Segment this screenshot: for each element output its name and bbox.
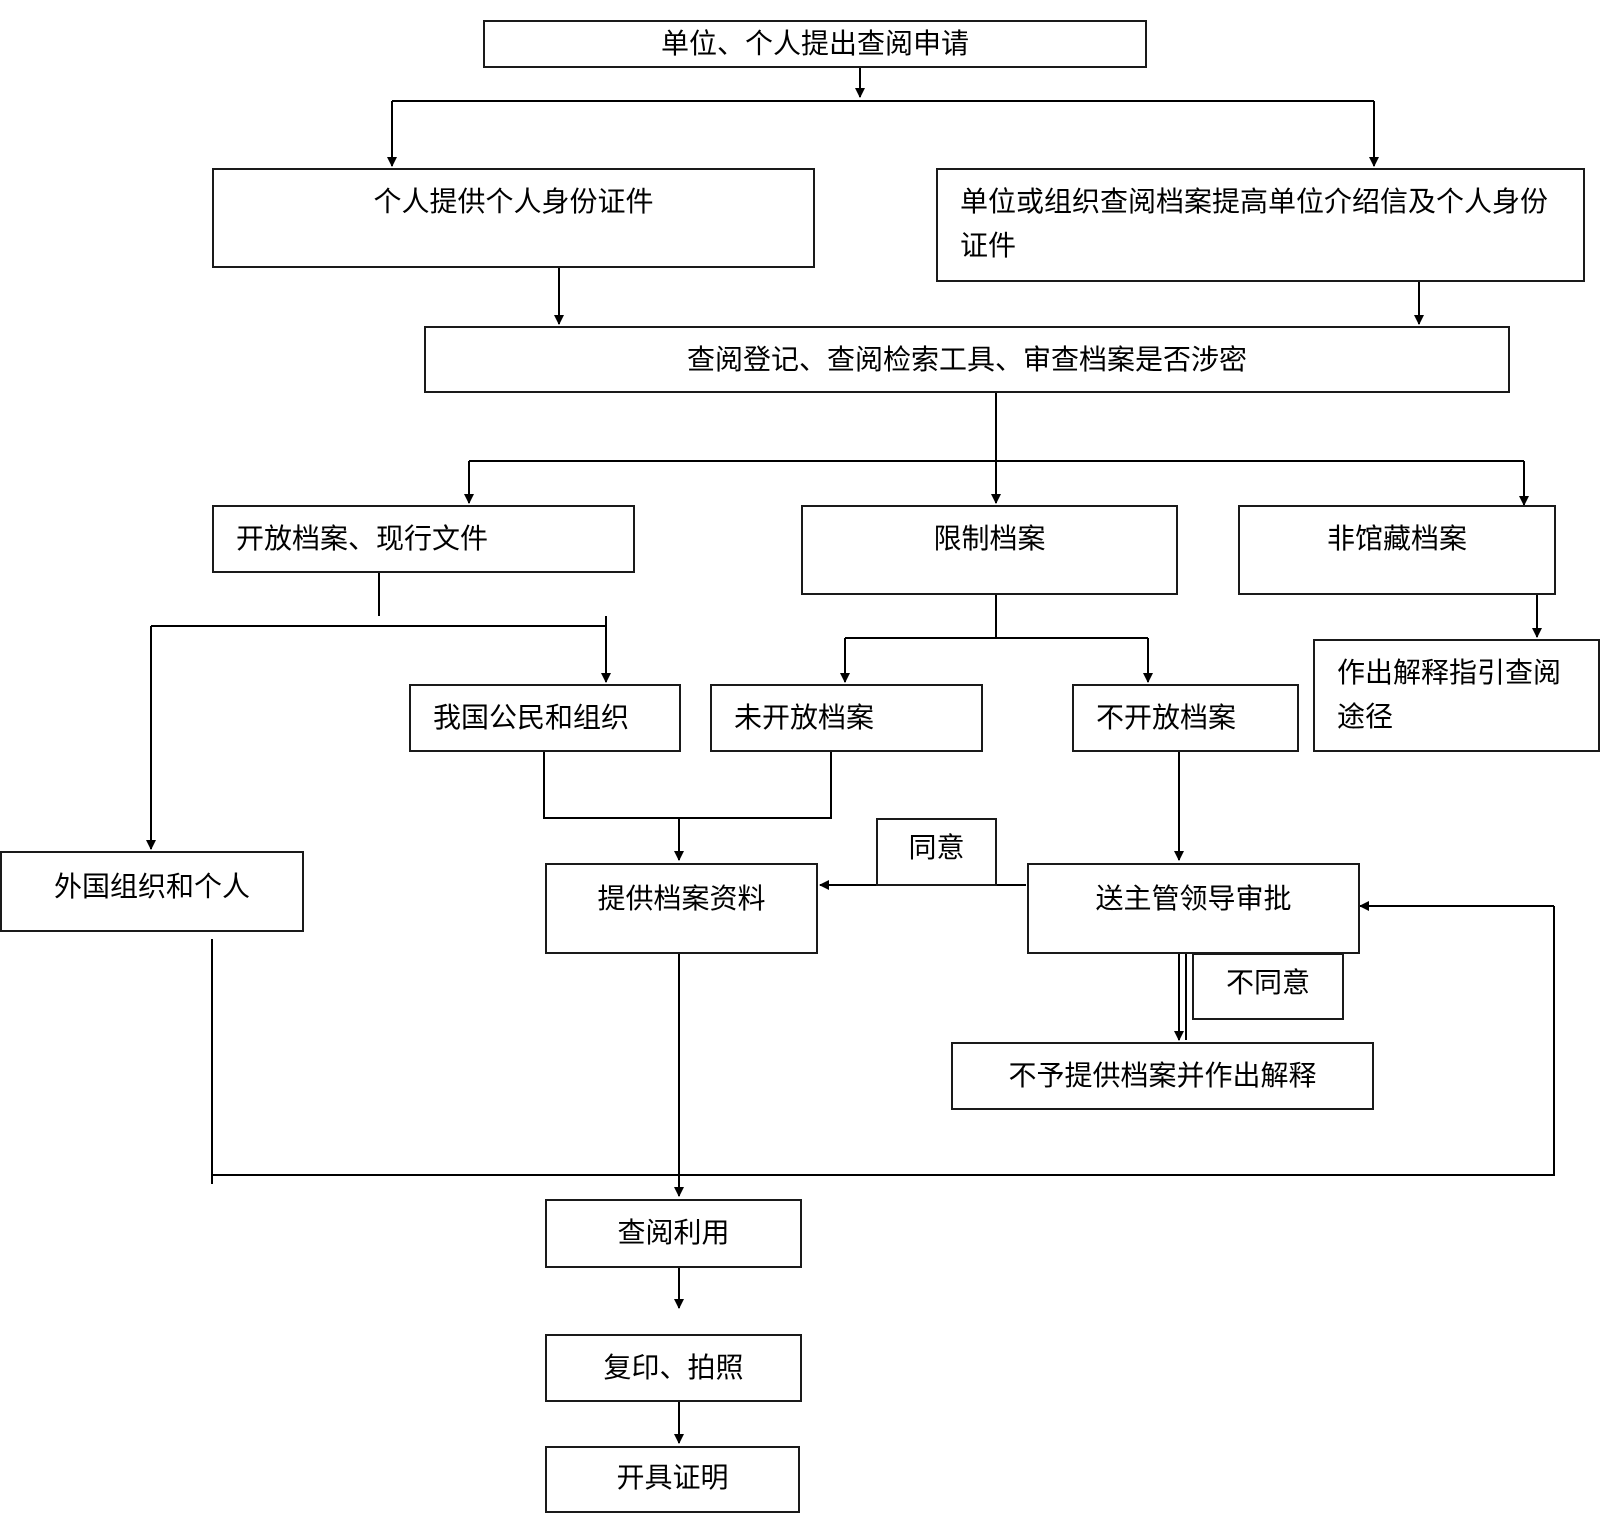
node-apply: 单位、个人提出查阅申请: [483, 20, 1147, 68]
node-register: 查阅登记、查阅检索工具、审查档案是否涉密: [424, 326, 1510, 393]
node-provide: 提供档案资料: [545, 863, 818, 954]
label-disagree: 不同意: [1192, 953, 1344, 1020]
node-restricted: 限制档案: [801, 505, 1178, 595]
node-use: 查阅利用: [545, 1199, 802, 1268]
connector-foreign-loop: [212, 906, 1555, 1176]
node-foreign: 外国组织和个人: [0, 851, 304, 932]
connector-citizens-merge: [543, 751, 832, 819]
node-certificate: 开具证明: [545, 1446, 800, 1513]
node-non-holding: 非馆藏档案: [1238, 505, 1556, 595]
node-citizens: 我国公民和组织: [409, 684, 681, 752]
node-copy: 复印、拍照: [545, 1334, 802, 1402]
node-not-open: 不开放档案: [1072, 684, 1299, 752]
node-approval: 送主管领导审批: [1027, 863, 1360, 954]
node-org-letter: 单位或组织查阅档案提高单位介绍信及个人身份证件: [936, 168, 1585, 282]
label-agree: 同意: [876, 818, 997, 886]
node-explain-guide: 作出解释指引查阅途径: [1313, 639, 1600, 752]
node-refuse: 不予提供档案并作出解释: [951, 1042, 1374, 1110]
node-open-files: 开放档案、现行文件: [212, 505, 635, 573]
node-personal-id: 个人提供个人身份证件: [212, 168, 815, 268]
node-unopened: 未开放档案: [710, 684, 983, 752]
